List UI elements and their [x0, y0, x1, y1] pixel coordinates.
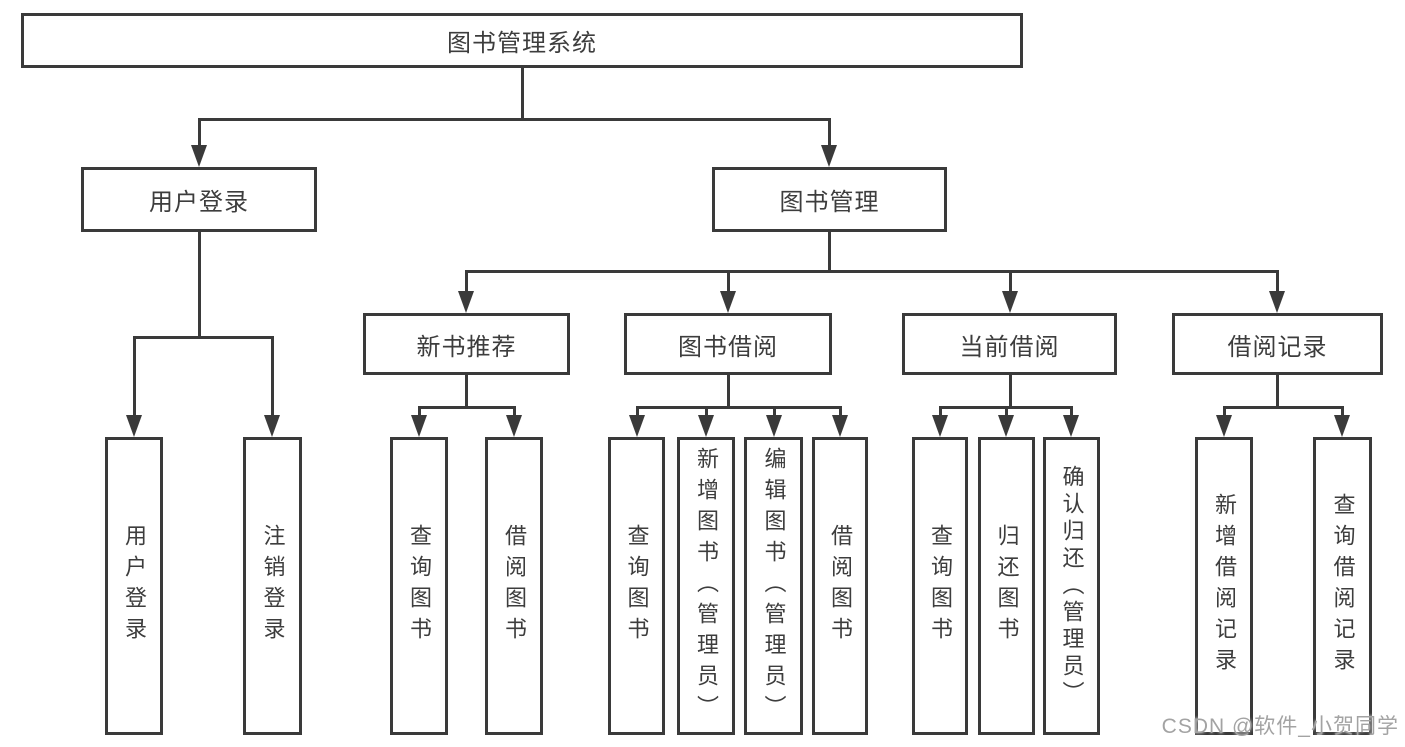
leaf-borrow-books-1-label: 借阅图书 [502, 524, 527, 648]
leaf-user-login: 用户登录 [105, 437, 163, 735]
connector-arrow [1063, 415, 1079, 437]
node-borrow-records-label: 借阅记录 [1227, 333, 1328, 361]
connector-line [636, 406, 639, 415]
connector-line [271, 336, 274, 415]
connector-arrow [821, 145, 837, 167]
connector-arrow [698, 415, 714, 437]
leaf-confirm-return-admin: 确认归还（管理员） [1043, 437, 1100, 735]
node-new-book-recommend-label: 新书推荐 [416, 333, 517, 361]
connector-line [1341, 406, 1344, 415]
connector-line [1070, 406, 1073, 415]
connector-line [828, 118, 831, 145]
connector-arrow [932, 415, 948, 437]
watermark: CSDN @软件_小贺同学 [1161, 715, 1399, 738]
connector-arrow [191, 145, 207, 167]
connector-line [1276, 270, 1279, 291]
leaf-add-borrow-record: 新增借阅记录 [1195, 437, 1253, 735]
connector-line [1005, 406, 1008, 415]
connector-line [133, 336, 274, 339]
connector-arrow [998, 415, 1014, 437]
leaf-logout: 注销登录 [243, 437, 302, 735]
connector-line [939, 406, 942, 415]
connector-line [839, 406, 842, 415]
connector-line [1223, 406, 1344, 409]
connector-line [198, 232, 201, 336]
connector-arrow [629, 415, 645, 437]
connector-arrow [1334, 415, 1350, 437]
connector-line [773, 406, 776, 415]
leaf-query-books-2: 查询图书 [608, 437, 665, 735]
leaf-borrow-books-1: 借阅图书 [485, 437, 543, 735]
leaf-borrow-books-2-label: 借阅图书 [828, 524, 853, 648]
connector-arrow [832, 415, 848, 437]
connector-line [828, 232, 831, 270]
connector-line [1276, 375, 1279, 406]
node-current-borrow: 当前借阅 [902, 313, 1117, 375]
connector-line [521, 68, 524, 118]
connector-line [418, 406, 421, 415]
node-book-borrow-label: 图书借阅 [678, 333, 778, 361]
connector-arrow [1002, 291, 1018, 313]
leaf-query-books-1: 查询图书 [390, 437, 448, 735]
connector-line [636, 406, 842, 409]
node-user-login-label: 用户登录 [149, 189, 249, 216]
connector-arrow [458, 291, 474, 313]
leaf-add-borrow-record-label: 新增借阅记录 [1212, 493, 1237, 679]
connector-line [465, 270, 1279, 273]
leaf-query-borrow-record: 查询借阅记录 [1313, 437, 1372, 735]
node-book-borrow: 图书借阅 [624, 313, 832, 375]
leaf-add-book-admin-label: 新增图书（管理员） [694, 446, 719, 726]
leaf-logout-label: 注销登录 [260, 524, 286, 648]
leaf-query-books-3: 查询图书 [912, 437, 968, 735]
leaf-query-books-2-label: 查询图书 [624, 524, 650, 648]
connector-arrow [1216, 415, 1232, 437]
connector-line [727, 375, 730, 406]
connector-line [465, 375, 468, 406]
connector-arrow [411, 415, 427, 437]
node-user-login: 用户登录 [81, 167, 317, 232]
connector-line [133, 336, 136, 415]
leaf-user-login-label: 用户登录 [122, 524, 147, 648]
connector-line [513, 406, 516, 415]
connector-arrow [126, 415, 142, 437]
node-root-label: 图书管理系统 [447, 30, 597, 57]
connector-line [465, 270, 468, 291]
connector-line [1009, 270, 1012, 291]
leaf-confirm-return-admin-label: 确认归还（管理员） [1059, 464, 1085, 708]
leaf-edit-book-admin-label: 编辑图书（管理员） [761, 446, 787, 726]
node-root: 图书管理系统 [21, 13, 1023, 68]
connector-line [198, 118, 201, 145]
leaf-return-books-label: 归还图书 [994, 524, 1020, 648]
node-book-management: 图书管理 [712, 167, 947, 232]
node-current-borrow-label: 当前借阅 [959, 333, 1060, 361]
leaf-query-borrow-record-label: 查询借阅记录 [1330, 493, 1356, 679]
connector-arrow [264, 415, 280, 437]
connector-line [418, 406, 516, 409]
leaf-query-books-1-label: 查询图书 [407, 524, 432, 648]
connector-line [1009, 375, 1012, 406]
connector-line [198, 118, 831, 121]
connector-line [727, 270, 730, 291]
leaf-return-books: 归还图书 [978, 437, 1035, 735]
connector-arrow [766, 415, 782, 437]
connector-line [1223, 406, 1226, 415]
node-book-management-label: 图书管理 [779, 189, 880, 216]
leaf-borrow-books-2: 借阅图书 [812, 437, 868, 735]
leaf-query-books-3-label: 查询图书 [928, 524, 953, 648]
connector-arrow [1269, 291, 1285, 313]
leaf-edit-book-admin: 编辑图书（管理员） [744, 437, 803, 735]
node-borrow-records: 借阅记录 [1172, 313, 1383, 375]
connector-arrow [506, 415, 522, 437]
node-new-book-recommend: 新书推荐 [363, 313, 570, 375]
connector-arrow [720, 291, 736, 313]
connector-line [705, 406, 708, 415]
leaf-add-book-admin: 新增图书（管理员） [677, 437, 735, 735]
